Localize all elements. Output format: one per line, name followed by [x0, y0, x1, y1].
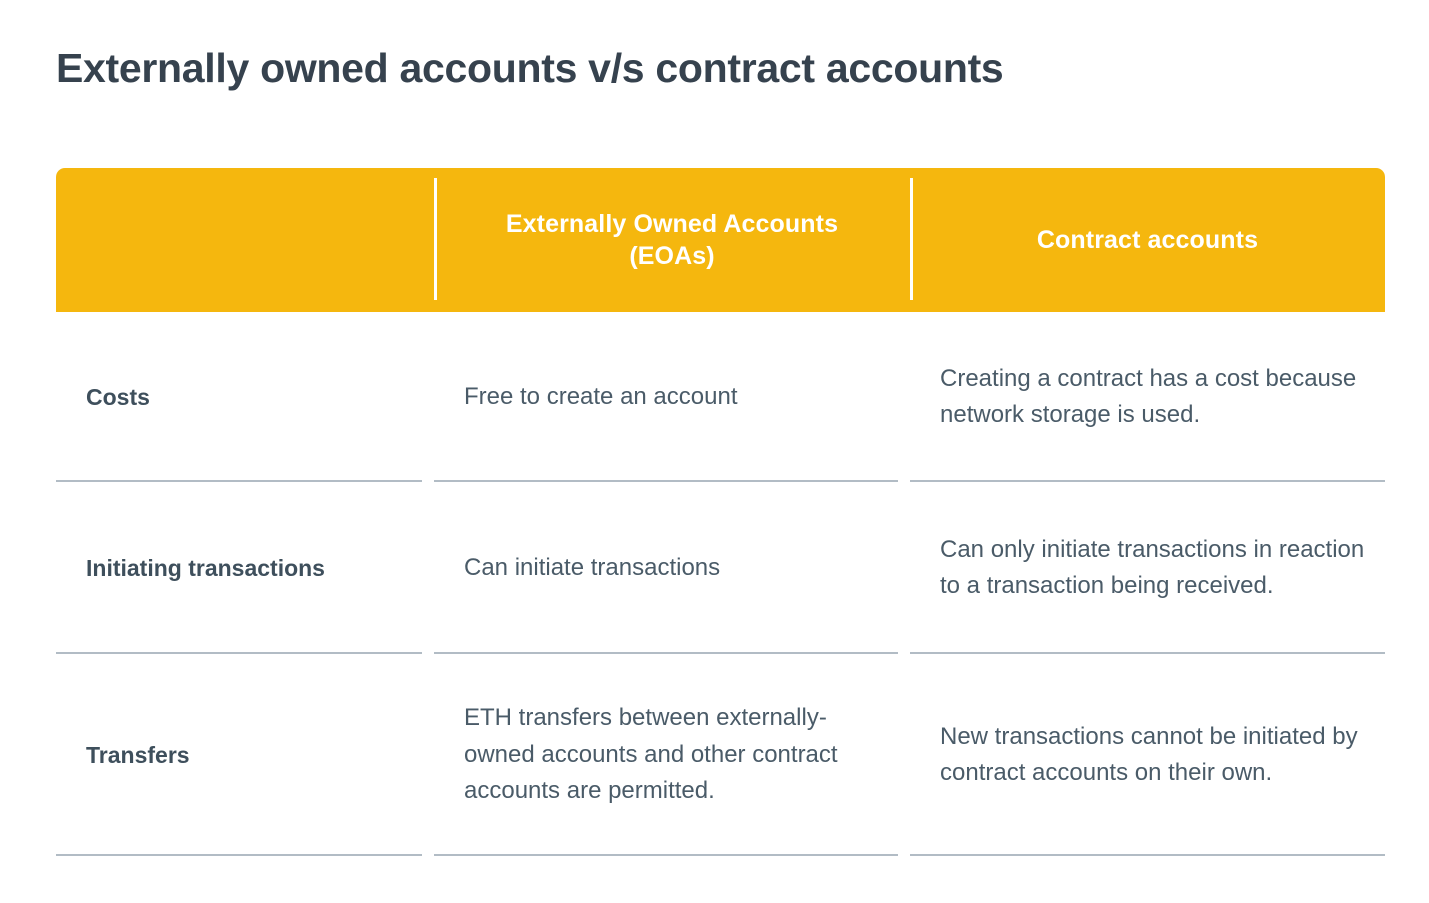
- header-divider-2: [910, 178, 913, 300]
- row-label-cell: Initiating transactions: [56, 482, 434, 654]
- row-label-cell: Costs: [56, 312, 434, 482]
- row-eoa-text: ETH transfers between externally-owned a…: [464, 704, 838, 805]
- comparison-table: Externally Owned Accounts (EOAs) Contrac…: [56, 168, 1385, 856]
- row-label: Initiating transactions: [86, 554, 325, 581]
- row-contract-cell: New transactions cannot be initiated by …: [910, 654, 1385, 856]
- header-divider-1: [434, 178, 437, 300]
- page-title: Externally owned accounts v/s contract a…: [56, 45, 1004, 91]
- table-row: Initiating transactions Can initiate tra…: [56, 482, 1385, 654]
- table-header-row: Externally Owned Accounts (EOAs) Contrac…: [56, 168, 1385, 312]
- row-label: Transfers: [86, 741, 190, 768]
- row-label: Costs: [86, 383, 150, 410]
- row-eoa-cell: ETH transfers between externally-owned a…: [434, 654, 910, 856]
- row-label-cell: Transfers: [56, 654, 434, 856]
- row-eoa-cell: Free to create an account: [434, 312, 910, 482]
- row-eoa-text: Free to create an account: [464, 382, 738, 410]
- table-header-eoa: Externally Owned Accounts (EOAs): [505, 210, 839, 270]
- table-header-attribute: [56, 168, 434, 312]
- table-row: Costs Free to create an account Creating…: [56, 312, 1385, 482]
- table-row: Transfers ETH transfers between external…: [56, 654, 1385, 856]
- table-header-contract: Contract accounts: [1036, 226, 1259, 254]
- row-contract-text: New transactions cannot be initiated by …: [940, 722, 1358, 786]
- row-contract-cell: Can only initiate transactions in reacti…: [910, 482, 1385, 654]
- row-contract-text: Can only initiate transactions in reacti…: [940, 535, 1365, 599]
- row-eoa-text: Can initiate transactions: [464, 553, 721, 581]
- row-eoa-cell: Can initiate transactions: [434, 482, 910, 654]
- row-contract-text: Creating a contract has a cost because n…: [940, 364, 1357, 428]
- row-contract-cell: Creating a contract has a cost because n…: [910, 312, 1385, 482]
